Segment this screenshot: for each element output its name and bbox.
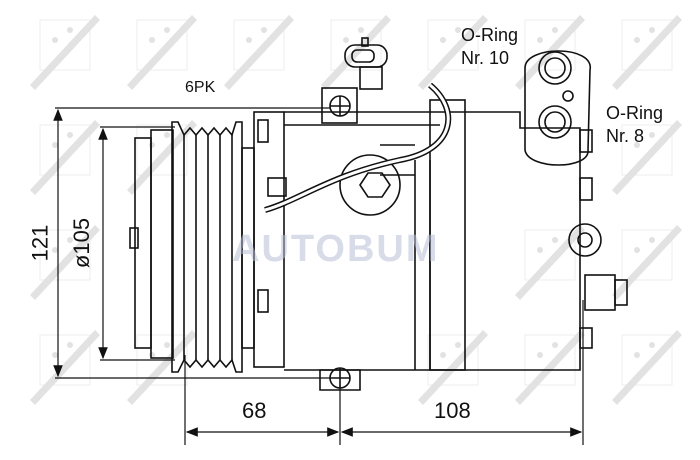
compressor-outline	[53, 37, 628, 445]
oring-discharge-label-line1: O-Ring	[606, 103, 664, 123]
oring-discharge-label-line2: Nr. 8	[606, 126, 645, 146]
oring-suction-label-line2: Nr. 10	[461, 48, 510, 68]
pulley-to-mount-dimension: 68	[242, 398, 267, 423]
belt-type-label: 6PK	[185, 79, 216, 96]
oring-suction-label-line1: O-Ring	[461, 25, 519, 45]
nrf-watermark-tiles	[29, 14, 683, 406]
pulley-diameter-dimension: ø105	[69, 217, 95, 269]
mount-to-rear-dimension: 108	[434, 398, 471, 423]
overall-height-dimension: 121	[27, 224, 53, 262]
autobum-watermark: AUTOBUM	[232, 228, 440, 270]
